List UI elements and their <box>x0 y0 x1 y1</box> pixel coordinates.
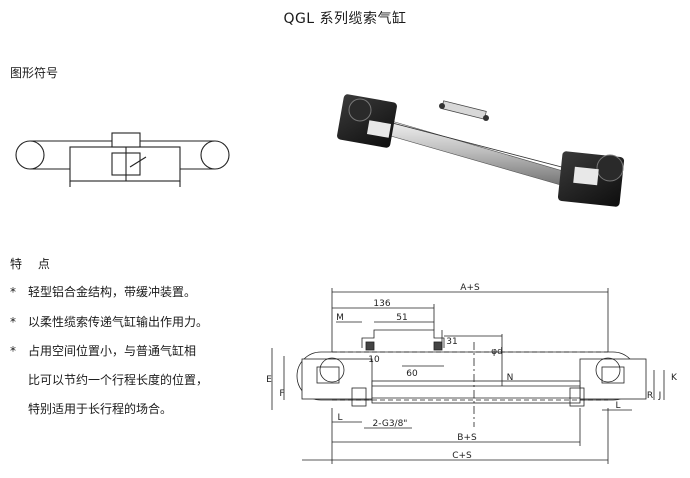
right-end-head-photo <box>557 151 625 207</box>
dim-60: 60 <box>406 369 418 379</box>
right-end-cap <box>579 358 647 400</box>
cylinder-tube-photo <box>383 119 581 191</box>
feature-text: 以柔性缆索传递气缸输出作用力。 <box>28 315 209 329</box>
left-pulley-symbol <box>15 140 45 170</box>
cylinder-symbol-diagram <box>15 132 230 187</box>
dim-n: N <box>507 373 514 383</box>
left-port <box>351 387 367 407</box>
feature-text: 轻型铝合金结构，带缓冲装置。 <box>28 285 197 299</box>
dimension-drawing: A+S 136 M 51 31 φd 60 10 N E F K R J L L… <box>266 283 678 464</box>
dim-a-s: A+S <box>460 283 480 293</box>
dim-phi-d: φd <box>491 347 503 357</box>
cylinder-tube <box>371 380 581 404</box>
right-pulley-symbol <box>200 140 230 170</box>
feature-item-3-continued: 特别适用于长行程的场合。 <box>28 402 173 416</box>
dim-b-s: B+S <box>457 433 477 443</box>
carriage-symbol <box>111 132 141 148</box>
right-port <box>569 387 585 407</box>
left-end-cap <box>301 358 373 400</box>
right-pulley <box>595 357 621 383</box>
product-photo <box>337 94 625 207</box>
dim-j: J <box>658 391 662 401</box>
bullet-star: * <box>10 315 16 329</box>
dim-136: 136 <box>373 299 390 309</box>
dim-10: 10 <box>368 355 380 365</box>
dim-f: F <box>279 389 284 399</box>
dim-51: 51 <box>396 313 407 323</box>
dim-c-s: C+S <box>452 451 472 461</box>
bullet-star: * <box>10 344 16 358</box>
dim-l-left: L <box>337 413 342 423</box>
feature-item-3: * 占用空间位置小，与普通气缸相 <box>10 342 196 359</box>
adjustable-cushion-arrow <box>129 156 147 168</box>
left-end-head-photo <box>337 94 397 148</box>
left-pulley <box>319 357 345 383</box>
dim-k: K <box>671 373 678 383</box>
dim-31: 31 <box>446 337 457 347</box>
feature-text: 占用空间位置小，与普通气缸相 <box>28 344 197 358</box>
dim-l-right: L <box>615 401 620 411</box>
dim-e: E <box>266 375 272 385</box>
feature-item-2: * 以柔性缆索传递气缸输出作用力。 <box>10 313 208 330</box>
bullet-star: * <box>10 285 16 299</box>
symbol-section-label: 图形符号 <box>10 66 59 80</box>
feature-item-3-continued: 比可以节约一个行程长度的位置， <box>28 373 209 387</box>
dim-r: R <box>647 391 653 401</box>
feature-item-1: * 轻型铝合金结构，带缓冲装置。 <box>10 283 196 300</box>
page-title: QGL 系列缆索气缸 <box>283 11 407 27</box>
carriage-bracket-photo <box>439 100 489 121</box>
dim-m: M <box>336 313 344 323</box>
features-section-label: 特 点 <box>10 257 56 271</box>
left-mount-block <box>316 366 340 384</box>
right-mount-block <box>601 366 625 384</box>
dim-port: 2-G3/8" <box>373 419 408 429</box>
